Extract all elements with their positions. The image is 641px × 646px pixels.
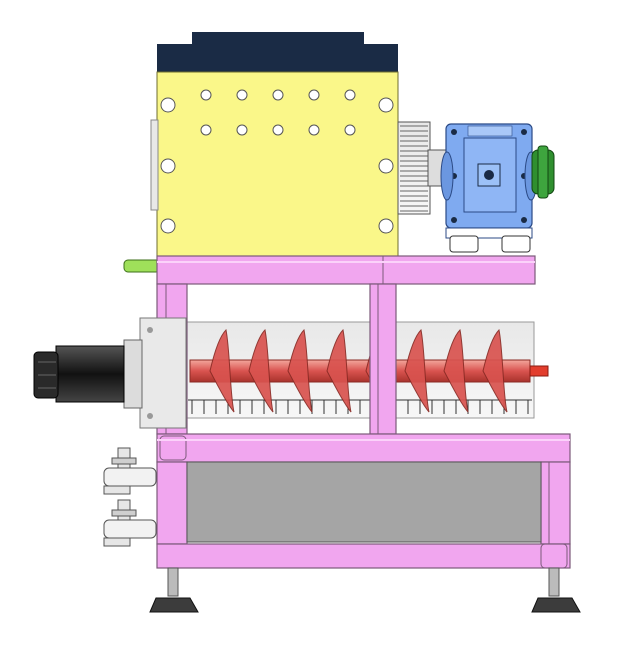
worm-gearbox-icon bbox=[440, 123, 538, 253]
screw-flight bbox=[287, 328, 313, 413]
lower-frame bbox=[156, 461, 571, 569]
gearbox-bolt bbox=[451, 129, 457, 135]
hopper-side-holes bbox=[160, 97, 394, 234]
valve-body bbox=[103, 519, 157, 539]
hopper-bolt-hole bbox=[236, 89, 248, 101]
coupling-ring bbox=[537, 145, 549, 199]
gearbox-bolt bbox=[451, 217, 457, 223]
motor-adapter bbox=[123, 339, 143, 409]
valve-handle bbox=[111, 457, 137, 465]
hopper-side-hole bbox=[378, 158, 394, 174]
lower-right-leg bbox=[540, 461, 571, 545]
foot-pad bbox=[149, 597, 199, 613]
hopper-bolt-hole bbox=[200, 124, 212, 136]
shaft-stub bbox=[123, 259, 161, 273]
upper-frame-rail bbox=[123, 255, 536, 285]
gearbox-bolt bbox=[521, 129, 527, 135]
bottom-rail bbox=[156, 543, 571, 569]
hopper-bolt-hole bbox=[308, 89, 320, 101]
leveling-foot-icon bbox=[149, 567, 199, 613]
screw-flights bbox=[209, 328, 508, 413]
hopper-side-hole bbox=[160, 158, 176, 174]
screw-flight bbox=[209, 328, 235, 413]
foot-stem bbox=[167, 567, 179, 597]
screw-flight bbox=[443, 328, 469, 413]
hopper-lid-top bbox=[192, 32, 364, 44]
gearbox-mount-slot bbox=[501, 235, 531, 253]
beam-corner-block bbox=[159, 435, 187, 461]
gearbox-bolt bbox=[521, 217, 527, 223]
hopper bbox=[150, 32, 399, 257]
gearbox-shaft bbox=[484, 170, 494, 180]
flange-bolt bbox=[147, 413, 153, 419]
hopper-side-hole bbox=[160, 97, 176, 113]
gearbox-nameplate bbox=[467, 125, 513, 137]
foot-pad bbox=[531, 597, 581, 613]
hopper-side-hole bbox=[378, 218, 394, 234]
gearbox-mount-slot bbox=[449, 235, 479, 253]
hopper-bolt-hole bbox=[272, 89, 284, 101]
coupling-icon bbox=[531, 145, 555, 199]
gearbox-mount-foot bbox=[445, 227, 533, 239]
leveling-foot-icon bbox=[531, 567, 581, 613]
middle-upright bbox=[369, 283, 397, 435]
hopper-bolt-hole bbox=[344, 124, 356, 136]
middle-frame-beam bbox=[156, 433, 571, 463]
ball-valve-icon bbox=[103, 499, 157, 547]
collection-tray bbox=[186, 461, 542, 543]
screw-flight bbox=[404, 328, 430, 413]
foot-stem bbox=[548, 567, 560, 597]
gear-teeth bbox=[400, 125, 428, 212]
valve-nipple bbox=[103, 537, 131, 547]
screw-shaft bbox=[189, 359, 531, 383]
flange-bolt bbox=[147, 327, 153, 333]
hopper-bolt-hole bbox=[236, 124, 248, 136]
hopper-left-flange bbox=[150, 119, 159, 211]
valve-handle bbox=[111, 509, 137, 517]
hopper-lid bbox=[157, 44, 398, 72]
screw-flight bbox=[248, 328, 274, 413]
housing-ruler-ticks bbox=[188, 399, 532, 414]
hopper-bolt-holes bbox=[200, 89, 356, 136]
motor-flange bbox=[139, 317, 187, 429]
middle-beam bbox=[156, 433, 571, 463]
drive-gear bbox=[397, 121, 431, 215]
hopper-bolt-hole bbox=[344, 89, 356, 101]
ball-valve-icon bbox=[103, 447, 157, 495]
screw-flight bbox=[482, 328, 508, 413]
hopper-body bbox=[156, 71, 399, 257]
motor-body bbox=[55, 345, 125, 403]
hopper-side-hole bbox=[160, 218, 176, 234]
gear-train bbox=[397, 121, 447, 215]
screw-flight bbox=[326, 328, 352, 413]
hopper-bolt-hole bbox=[200, 89, 212, 101]
gearbox-left-cap bbox=[440, 151, 454, 201]
screw-output-shaft bbox=[529, 365, 549, 377]
hopper-bolt-hole bbox=[308, 124, 320, 136]
lower-left-leg bbox=[156, 461, 188, 545]
screw-conveyor-icon bbox=[185, 321, 549, 419]
upper-rail bbox=[156, 255, 536, 285]
servo-motor-icon bbox=[33, 317, 187, 429]
hopper-side-hole bbox=[378, 97, 394, 113]
valve-nipple bbox=[103, 485, 131, 495]
hopper-bolt-hole bbox=[272, 124, 284, 136]
valve-body bbox=[103, 467, 157, 487]
